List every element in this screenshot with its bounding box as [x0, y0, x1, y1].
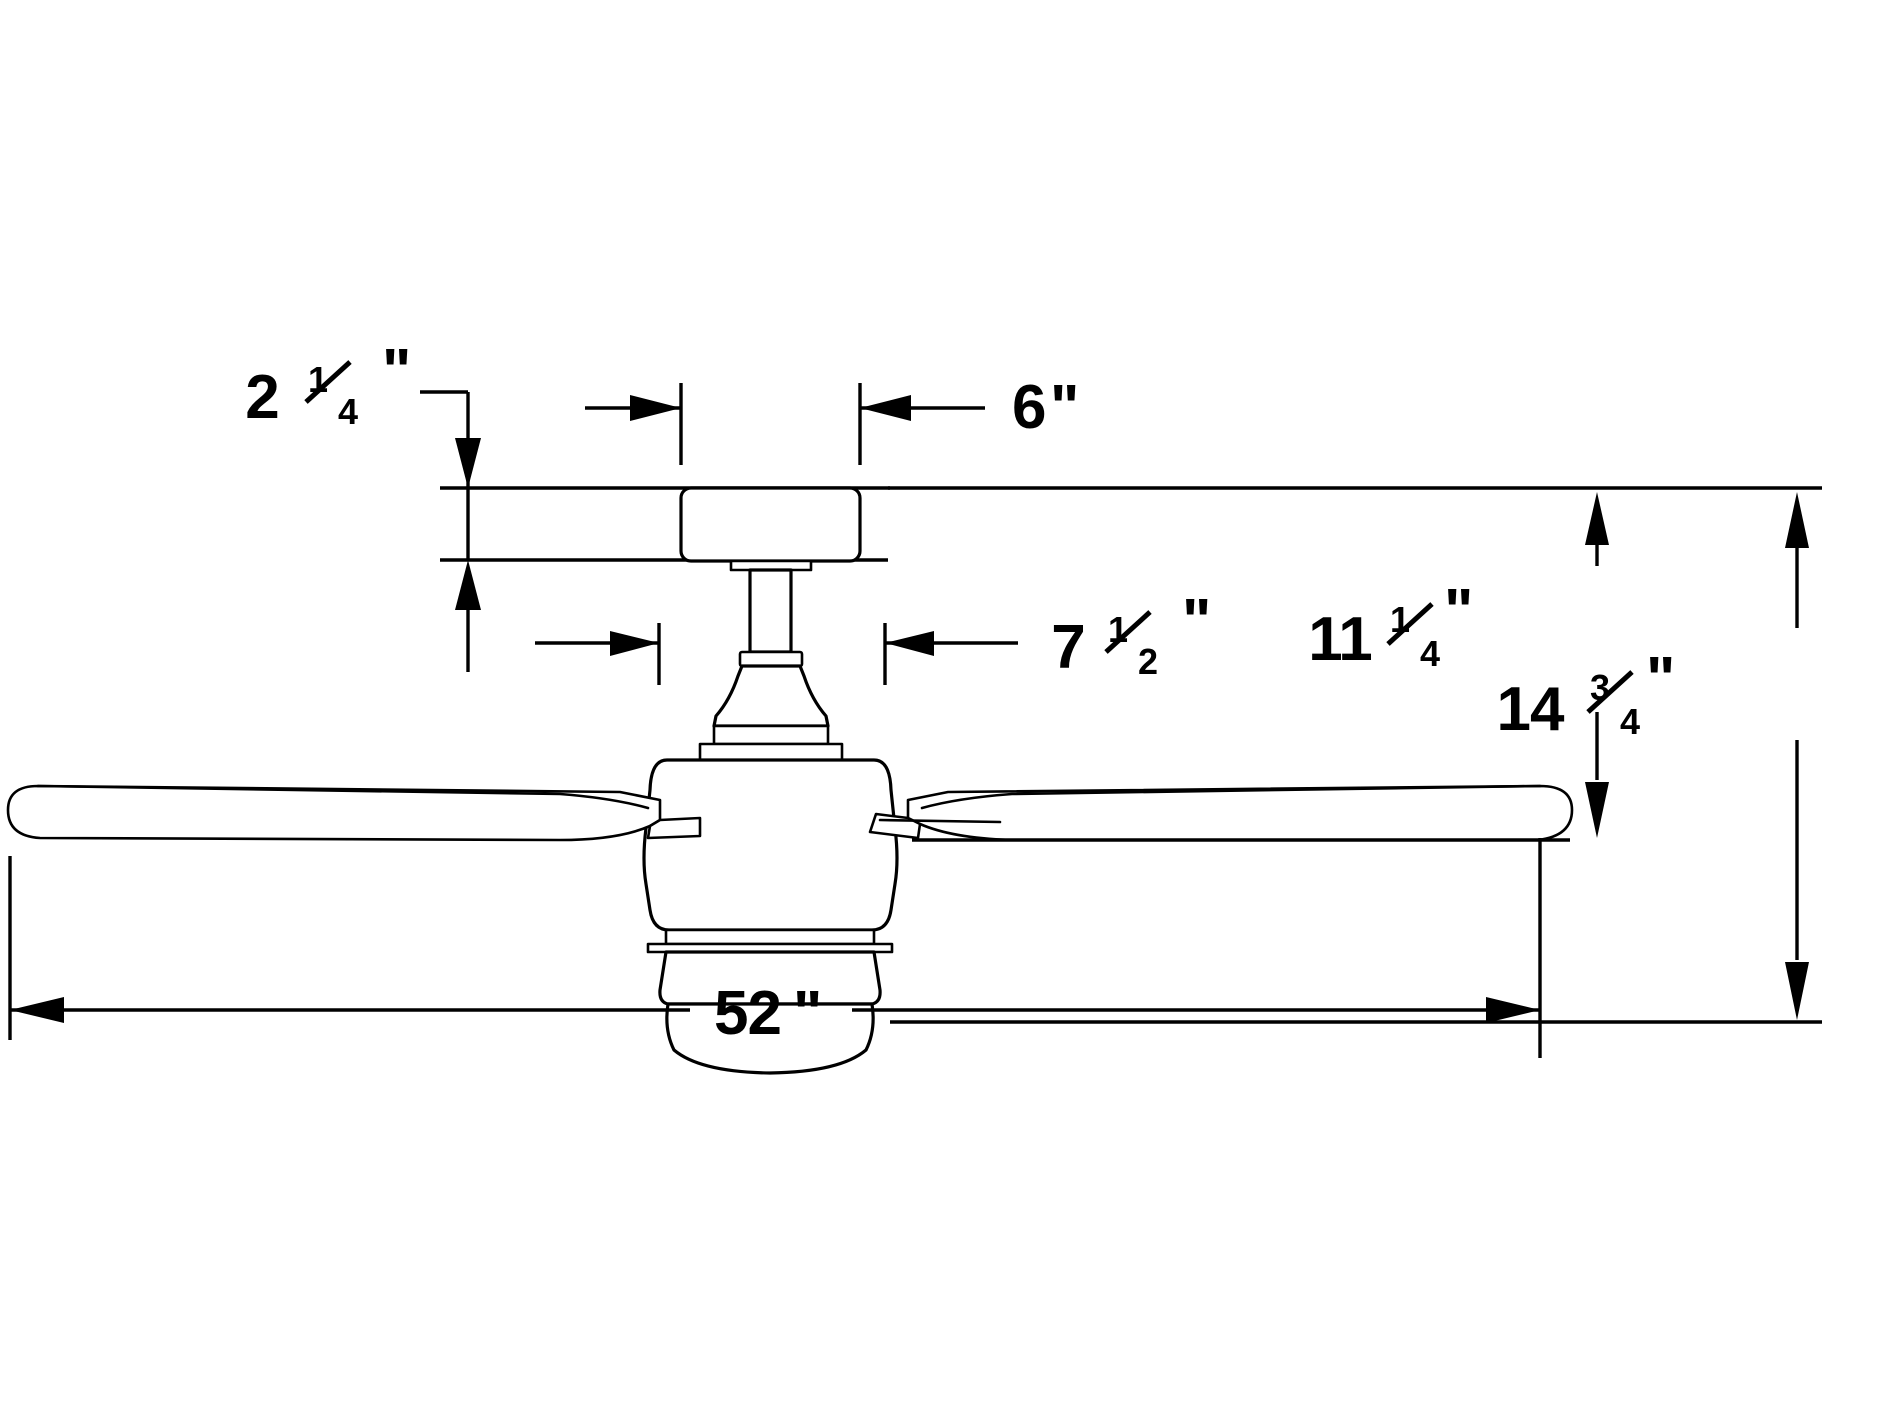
dim-den-2-quarter: 4 — [338, 391, 358, 432]
dim-whole-11-quarter: 11 — [1308, 605, 1372, 674]
motor-housing-part — [642, 758, 899, 932]
dimension-motor-housing-width — [535, 623, 1018, 685]
canopy-part — [679, 486, 862, 563]
dim-unit-52: " — [793, 979, 821, 1048]
dimension-label-motor-housing-width: 7 1 2 " — [1051, 587, 1211, 682]
dim-den-14-threequarter: 4 — [1620, 701, 1640, 742]
light-kit-part — [646, 928, 894, 1075]
dim-whole-14-threequarter: 14 — [1497, 675, 1565, 744]
dim-unit-2-quarter: " — [382, 337, 410, 406]
dim-unit-11-quarter: " — [1444, 577, 1472, 646]
dim-whole-2-quarter: 2 — [245, 363, 278, 432]
dim-unit-7-half: " — [1182, 587, 1210, 656]
tapered-collar-part — [698, 664, 844, 762]
dim-unit-14-threequarter: " — [1646, 645, 1674, 714]
downrod-part — [748, 568, 793, 654]
dim-whole-6: 6 — [1012, 373, 1045, 442]
dimension-label-canopy-width: 6 " — [1012, 373, 1079, 442]
dim-whole-7-half: 7 — [1051, 613, 1084, 682]
dim-unit-6: " — [1050, 373, 1078, 442]
dim-den-11-quarter: 4 — [1420, 633, 1440, 674]
dimension-ceiling-to-blade — [888, 486, 1822, 842]
dimension-overall-height — [890, 492, 1822, 1024]
right-fan-blade-part — [868, 784, 1574, 842]
dim-whole-52: 52 — [714, 979, 781, 1048]
dimension-label-ceiling-to-blade: 11 1 4 " — [1308, 577, 1473, 674]
dimension-label-canopy-height: 2 1 4 " — [245, 337, 411, 432]
dimension-blade-span — [8, 838, 1542, 1058]
dim-den-7-half: 2 — [1138, 641, 1158, 682]
downrod-coupling-bottom — [738, 650, 804, 668]
dimension-canopy-width — [585, 383, 985, 465]
left-fan-blade-part — [6, 784, 702, 842]
dimension-label-overall-height: 14 3 4 " — [1497, 645, 1676, 744]
dimension-label-blade-span: 52 " — [714, 979, 822, 1048]
